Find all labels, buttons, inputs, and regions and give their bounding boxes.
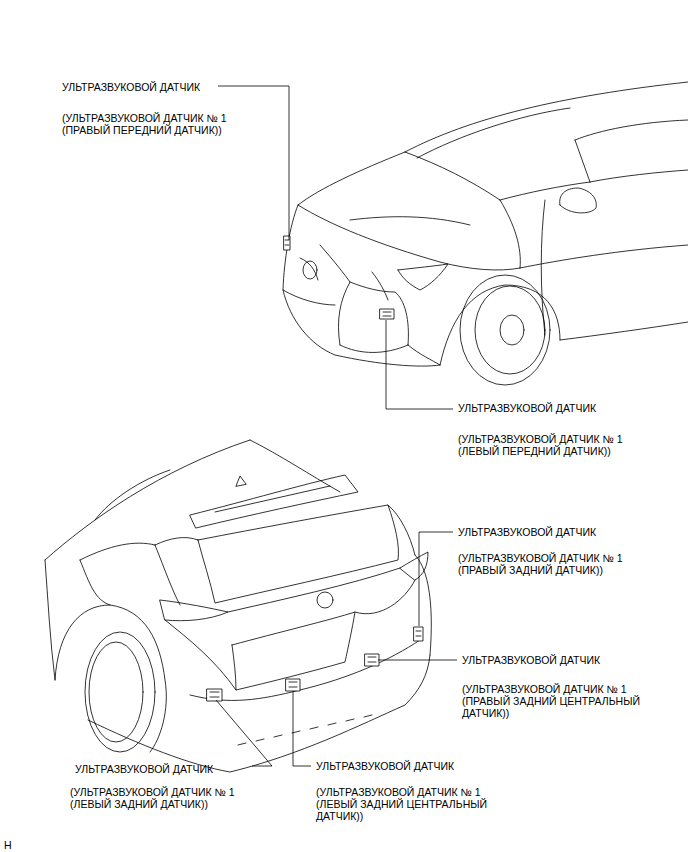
line-art — [400, 552, 428, 580]
line-art — [285, 240, 289, 245]
line-art — [293, 691, 311, 766]
line-art — [386, 320, 453, 409]
line-art — [590, 170, 688, 182]
line-art — [283, 290, 335, 305]
line-art — [89, 642, 143, 742]
line-art — [228, 568, 400, 612]
line-art — [560, 322, 688, 340]
line-art — [45, 560, 55, 680]
line-art — [541, 200, 545, 335]
line-art — [380, 309, 394, 319]
line-art — [378, 660, 457, 661]
line-art — [520, 245, 688, 268]
part-name: УЛЬТРАЗВУКОВОЙ ДАТЧИК — [458, 526, 596, 538]
line-art — [198, 505, 398, 603]
line-art — [475, 286, 545, 374]
line-art — [215, 486, 330, 512]
line-art — [414, 627, 423, 641]
part-name: УЛЬТРАЗВУКОВОЙ ДАТЧИК — [62, 81, 200, 93]
line-art — [45, 440, 250, 560]
figure-code: H — [4, 839, 12, 851]
line-art — [55, 605, 166, 752]
part-description: (УЛЬТРАЗВУКОВОЙ ДАТЧИК № 1 (ПРАВЫЙ ЗАДНИ… — [462, 683, 657, 719]
line-art — [350, 217, 470, 225]
line-art — [560, 188, 597, 213]
line-art — [80, 543, 155, 560]
line-art — [298, 152, 405, 205]
line-art — [236, 476, 246, 486]
line-art — [85, 632, 155, 752]
part-name: УЛЬТРАЗВУКОВОЙ ДАТЧИК — [462, 654, 600, 666]
line-art — [417, 108, 570, 158]
line-art — [408, 345, 440, 365]
line-art — [190, 475, 358, 528]
line-art — [207, 689, 222, 701]
part-name: УЛЬТРАЗВУКОВОЙ ДАТЧИК — [316, 760, 454, 772]
line-art — [232, 612, 355, 690]
line-art — [88, 655, 430, 772]
line-art — [500, 182, 590, 200]
line-art — [405, 82, 688, 152]
line-art — [218, 86, 289, 240]
line-art — [340, 345, 408, 353]
part-description: (УЛЬТРАЗВУКОВОЙ ДАТЧИК № 1 (ЛЕВЫЙ ЗАДНИЙ… — [316, 786, 511, 822]
line-art — [398, 264, 448, 290]
part-description: (УЛЬТРАЗВУКОВОЙ ДАТЧИК № 1 (ЛЕВЫЙ ЗАДНИЙ… — [70, 786, 255, 810]
line-art — [155, 545, 180, 605]
line-art — [289, 682, 297, 687]
line-art — [300, 258, 318, 280]
front-car — [283, 82, 688, 385]
line-art — [500, 200, 520, 268]
line-art — [283, 205, 440, 366]
line-art — [320, 245, 350, 345]
line-art — [160, 600, 228, 621]
line-art — [416, 631, 421, 636]
leader-lines — [216, 86, 457, 766]
part-description: (УЛЬТРАЗВУКОВОЙ ДАТЧИК № 1 (ЛЕВЫЙ ПЕРЕДН… — [458, 433, 643, 457]
line-art — [419, 532, 453, 626]
line-art — [368, 657, 376, 662]
line-art — [155, 538, 198, 545]
rear-car — [45, 440, 431, 772]
part-description: (УЛЬТРАЗВУКОВОЙ ДАТЧИК № 1 (ПРАВЫЙ ЗАДНИ… — [458, 552, 643, 576]
line-art — [500, 315, 524, 345]
line-art — [210, 692, 219, 697]
part-name: УЛЬТРАЗВУКОВОЙ ДАТЧИК — [458, 402, 596, 414]
line-art — [372, 272, 388, 300]
line-art — [460, 275, 550, 385]
line-art — [388, 505, 415, 555]
line-art — [286, 679, 300, 691]
line-art — [250, 440, 340, 492]
line-art — [415, 555, 431, 655]
line-art — [216, 700, 272, 766]
part-name: УЛЬТРАЗВУКОВОЙ ДАТЧИК — [75, 763, 213, 775]
line-art — [95, 470, 170, 520]
line-art — [350, 282, 408, 345]
line-art — [575, 120, 688, 140]
part-description: (УЛЬТРАЗВУКОВОЙ ДАТЧИК № 1 (ПРАВЫЙ ПЕРЕД… — [62, 112, 247, 136]
line-art — [303, 261, 317, 279]
line-art — [298, 205, 520, 270]
line-art — [165, 620, 236, 690]
line-art — [405, 152, 500, 200]
line-art — [238, 715, 372, 745]
line-art — [190, 640, 420, 700]
line-art — [317, 592, 333, 608]
line-art — [80, 560, 110, 605]
line-art — [355, 580, 415, 614]
line-art — [365, 654, 379, 666]
line-art — [383, 312, 391, 316]
line-art — [575, 140, 590, 182]
